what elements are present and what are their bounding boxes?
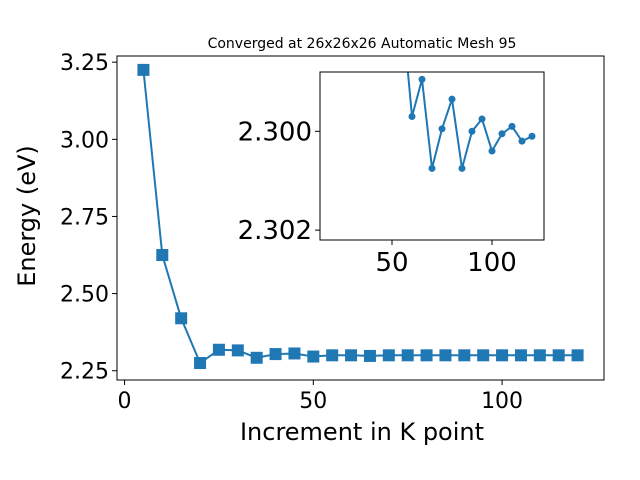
- main-data-point: [420, 349, 433, 362]
- inset-data-point: [478, 115, 486, 123]
- main-data-point: [156, 249, 169, 262]
- inset-plot: 50 100 2.300 2.302: [238, 4, 545, 278]
- main-data-point: [477, 349, 490, 362]
- inset-data-point: [408, 112, 416, 120]
- inset-plot-area: [320, 72, 544, 240]
- inset-data-point: [458, 164, 466, 172]
- inset-data-point: [438, 125, 446, 133]
- main-data-point: [382, 349, 395, 362]
- inset-data-point: [518, 137, 526, 145]
- main-data-point: [212, 343, 225, 356]
- inset-data-point: [468, 127, 476, 135]
- main-data-point: [288, 347, 301, 360]
- main-data-point: [250, 351, 263, 364]
- main-data-point: [194, 357, 207, 370]
- main-data-point: [514, 349, 527, 362]
- main-y-tick-label: 2.25: [60, 360, 109, 385]
- inset-data-point: [498, 130, 506, 138]
- main-x-tick-label: 0: [118, 389, 132, 414]
- inset-series: [399, 4, 536, 172]
- main-data-point: [552, 349, 565, 362]
- inset-data-point: [448, 95, 456, 103]
- main-data-point: [345, 349, 358, 362]
- main-x-tick-label: 100: [481, 389, 523, 414]
- inset-y-tick-label: 2.300: [238, 117, 312, 147]
- x-axis-label: Increment in K point: [240, 418, 484, 446]
- main-data-point: [326, 349, 339, 362]
- inset-data-point: [418, 75, 426, 83]
- inset-data-point: [528, 132, 536, 140]
- inset-x-tick-label: 100: [467, 248, 517, 278]
- main-data-point: [571, 349, 584, 362]
- inset-y-tick-label: 2.302: [238, 216, 312, 246]
- y-axis-label: Energy (eV): [13, 145, 41, 287]
- main-data-point: [137, 63, 150, 76]
- main-y-tick-label: 2.75: [60, 205, 109, 230]
- inset-data-point: [508, 122, 516, 130]
- inset-data-point: [428, 164, 436, 172]
- main-data-point: [439, 349, 452, 362]
- inset-x-tick-label: 50: [375, 248, 408, 278]
- main-y-tick-label: 3.00: [60, 128, 109, 153]
- main-y-tick-label: 3.25: [60, 51, 109, 76]
- main-data-point: [231, 344, 244, 357]
- main-data-point: [175, 312, 188, 325]
- main-x-tick-label: 50: [299, 389, 327, 414]
- main-series: [137, 63, 584, 370]
- main-data-point: [533, 349, 546, 362]
- main-y-tick-label: 2.50: [60, 283, 109, 308]
- main-frame: [116, 55, 605, 381]
- main-data-point: [307, 350, 320, 363]
- main-data-point: [496, 349, 509, 362]
- main-data-point: [269, 348, 282, 361]
- inset-data-point: [488, 147, 496, 155]
- main-data-point: [401, 349, 414, 362]
- inset-frame: [319, 71, 545, 241]
- main-data-point: [363, 349, 376, 362]
- inset-data-point: [399, 4, 406, 11]
- main-data-point: [458, 349, 471, 362]
- chart-title: Converged at 26x26x26 Automatic Mesh 95: [208, 36, 517, 52]
